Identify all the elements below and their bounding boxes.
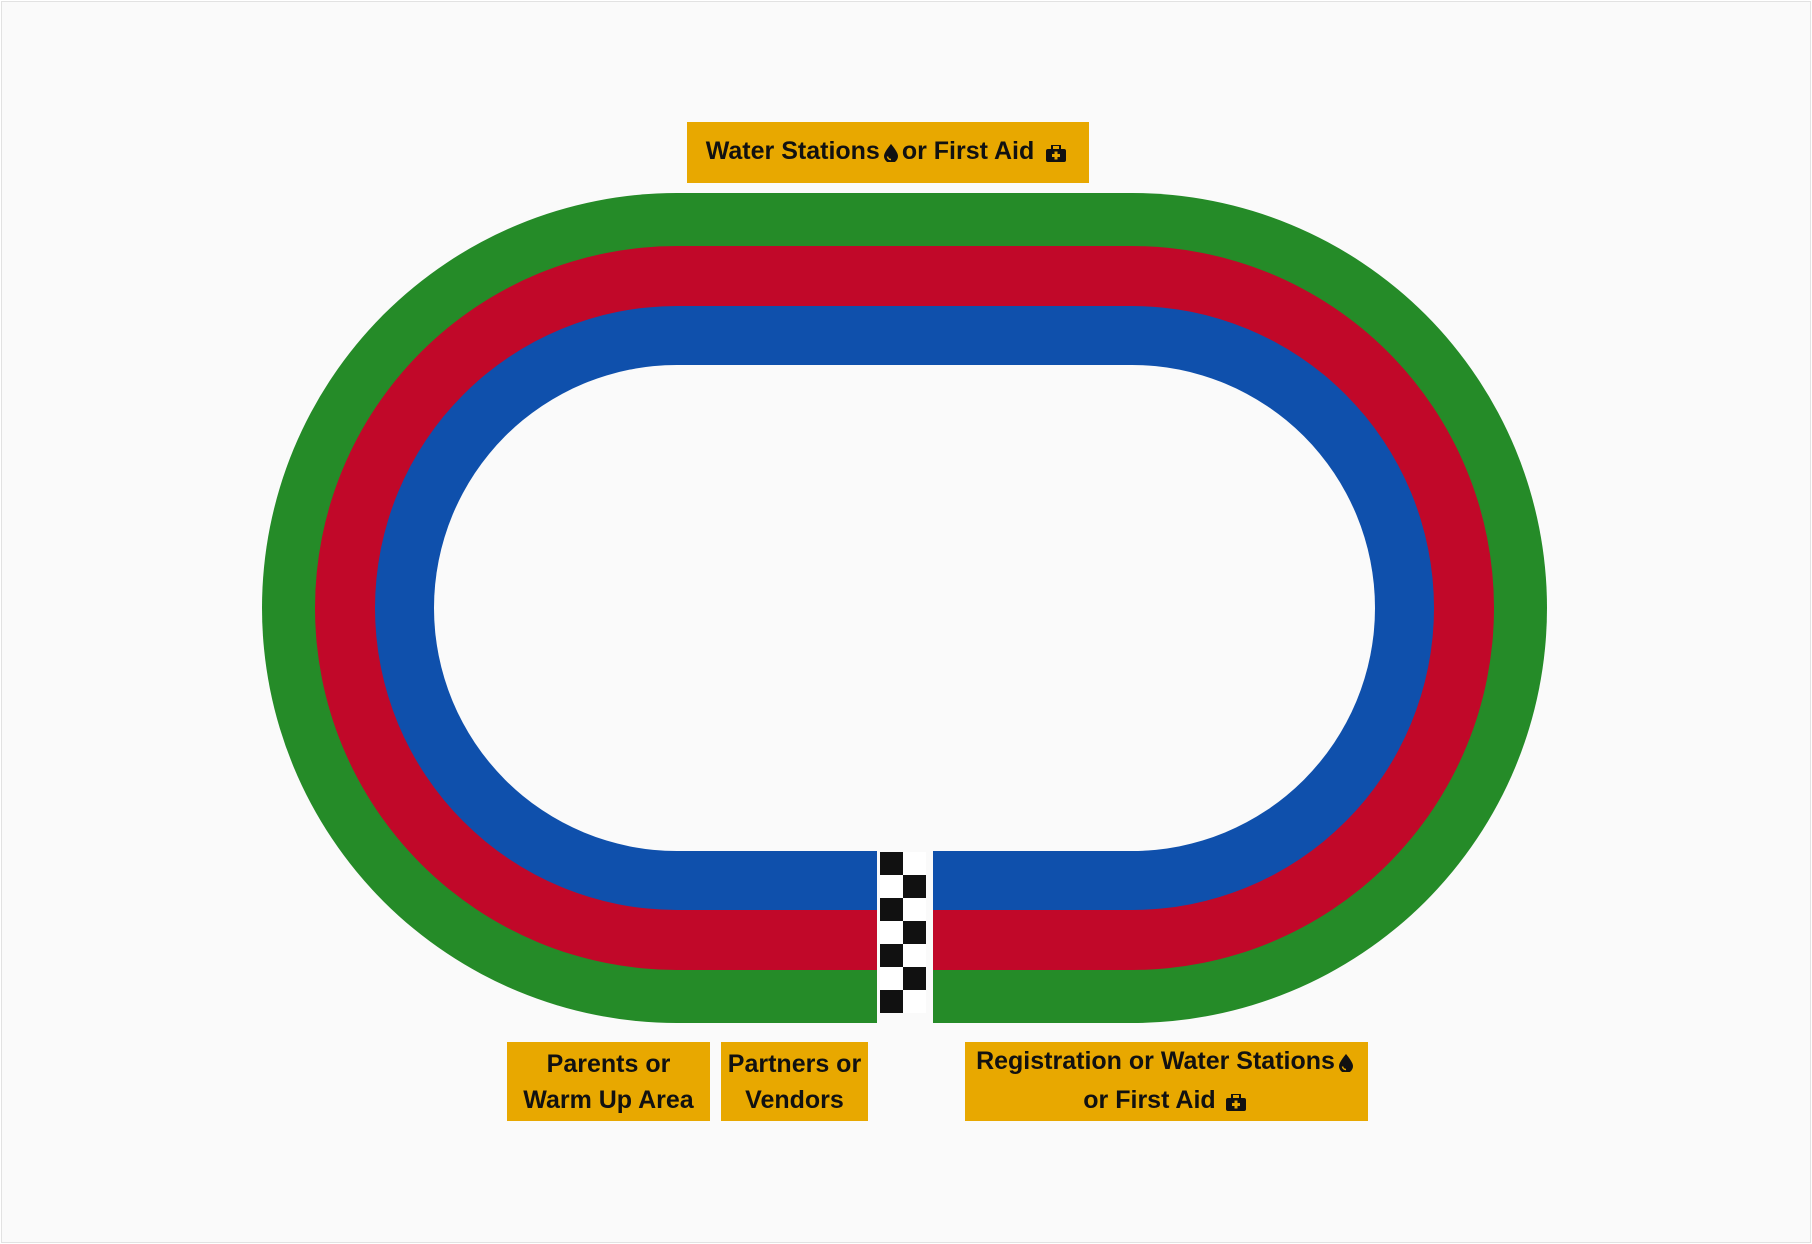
label-water-first-aid-top: Water Stations or First Aid: [687, 122, 1089, 183]
finish-line-square: [880, 967, 903, 990]
finish-line-square: [903, 875, 926, 898]
finish-line-square: [880, 921, 903, 944]
label-line-1: Parents or: [546, 1049, 671, 1078]
finish-line-square: [880, 944, 903, 967]
finish-line-square: [903, 852, 926, 875]
label-parents-warm-up: Parents or Warm Up Area: [507, 1042, 710, 1121]
finish-line-square: [903, 921, 926, 944]
label-text: Water Stations: [705, 137, 880, 165]
finish-line-square: [903, 898, 926, 921]
water-drop-icon: [1338, 1046, 1353, 1082]
finish-line-square: [903, 944, 926, 967]
finish-line-square: [880, 898, 903, 921]
label-line-2: Warm Up Area: [523, 1085, 694, 1114]
finish-line-square: [880, 852, 903, 875]
water-drop-icon: [883, 136, 898, 172]
finish-line-square: [903, 990, 926, 1013]
finish-line-square: [880, 990, 903, 1013]
label-partners-vendors: Partners or Vendors: [721, 1042, 868, 1121]
label-line-2: or First Aid: [1083, 1085, 1216, 1114]
label-line-1: Partners or: [727, 1049, 862, 1078]
label-registration-water-first-aid: Registration or Water Stations or First …: [965, 1042, 1368, 1121]
infield: [434, 365, 1375, 851]
first-aid-kit-icon: [1046, 136, 1067, 172]
finish-line-square: [903, 967, 926, 990]
label-line-2: Vendors: [745, 1085, 844, 1114]
finish-line-square: [880, 875, 903, 898]
label-line-1: Registration or Water Stations: [976, 1046, 1335, 1075]
first-aid-kit-icon: [1225, 1085, 1246, 1121]
label-text: or First Aid: [901, 137, 1035, 165]
finish-line: [880, 852, 926, 1013]
